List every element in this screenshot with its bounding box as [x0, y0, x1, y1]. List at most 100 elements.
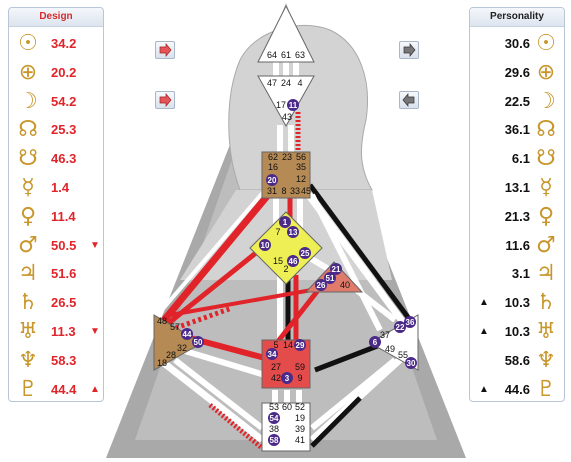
gate-62-label[interactable]: 62 — [268, 152, 278, 162]
gate-63-label[interactable]: 63 — [295, 50, 305, 60]
gate-45-label[interactable]: 45 — [301, 186, 311, 196]
gate-38-label[interactable]: 38 — [269, 424, 279, 434]
g-center[interactable] — [249, 211, 323, 285]
gate-32-label[interactable]: 32 — [177, 343, 187, 353]
gate-29-badge[interactable]: 29 — [294, 339, 306, 351]
gate-28-label[interactable]: 28 — [166, 350, 176, 360]
gate-6-badge[interactable]: 6 — [369, 336, 381, 348]
gate-54-badge[interactable]: 54 — [268, 412, 280, 424]
gate-42-label[interactable]: 42 — [271, 373, 281, 383]
gate-24-label[interactable]: 24 — [281, 78, 291, 88]
gate-26-badge[interactable]: 26 — [315, 279, 327, 291]
head-center[interactable] — [257, 4, 315, 63]
personality-arrow-bottom-button[interactable] — [399, 91, 419, 109]
gate-14-label[interactable]: 14 — [283, 340, 293, 350]
gate-30-badge[interactable]: 30 — [405, 357, 417, 369]
gate-58-badge[interactable]: 58 — [268, 434, 280, 446]
design-row-mars[interactable]: ♂50.5▼ — [9, 232, 103, 260]
design-arrow-top-button[interactable] — [155, 41, 175, 59]
gate-51-badge[interactable]: 51 — [324, 272, 336, 284]
personality-arrow-top-button[interactable] — [399, 41, 419, 59]
gate-50-badge[interactable]: 50 — [192, 336, 204, 348]
gate-10-badge[interactable]: 10 — [259, 239, 271, 251]
gate-59-label[interactable]: 59 — [295, 362, 305, 372]
gate-31-label[interactable]: 31 — [267, 186, 277, 196]
solar-plexus-center[interactable] — [368, 314, 419, 371]
gate-35-label[interactable]: 35 — [296, 162, 306, 172]
gate-52-label[interactable]: 52 — [295, 402, 305, 412]
gate-13-badge[interactable]: 13 — [287, 226, 299, 238]
gate-2-label[interactable]: 2 — [283, 264, 288, 274]
gate-18-label[interactable]: 18 — [157, 358, 167, 368]
design-row-moon[interactable]: ☽54.2 — [9, 88, 103, 116]
gate-53-label[interactable]: 53 — [269, 402, 279, 412]
gate-12-label[interactable]: 12 — [296, 174, 306, 184]
gate-4-label[interactable]: 4 — [297, 78, 302, 88]
design-row-venus[interactable]: ♀11.4 — [9, 203, 103, 231]
gate-36-badge[interactable]: 36 — [404, 316, 416, 328]
gate-9-label[interactable]: 9 — [297, 373, 302, 383]
gate-3-badge[interactable]: 3 — [281, 372, 293, 384]
design-row-neptune[interactable]: ♆58.3 — [9, 347, 103, 375]
gate-44-badge[interactable]: 44 — [181, 328, 193, 340]
gate-60-label[interactable]: 60 — [282, 402, 292, 412]
personality-row-venus[interactable]: ♀21.3 — [470, 203, 564, 231]
gate-49-label[interactable]: 49 — [385, 344, 395, 354]
design-row-earth[interactable]: ⊕20.2 — [9, 59, 103, 87]
gate-21-badge[interactable]: 21 — [330, 263, 342, 275]
ajna-center[interactable] — [257, 75, 315, 128]
gate-37-label[interactable]: 37 — [380, 330, 390, 340]
gate-48-label[interactable]: 48 — [157, 316, 167, 326]
gate-25-badge[interactable]: 25 — [299, 247, 311, 259]
gate-19-label[interactable]: 19 — [295, 413, 305, 423]
gate-27-label[interactable]: 27 — [271, 362, 281, 372]
gate-17-label[interactable]: 17 — [276, 100, 286, 110]
personality-row-uranus[interactable]: ♅10.3▲ — [470, 318, 564, 346]
gate-34-badge[interactable]: 34 — [266, 348, 278, 360]
personality-row-north-node[interactable]: ☊36.1 — [470, 116, 564, 144]
personality-row-saturn[interactable]: ♄10.3▲ — [470, 289, 564, 317]
gate-23-label[interactable]: 23 — [282, 152, 292, 162]
design-row-sun[interactable]: ☉34.2 — [9, 30, 103, 58]
gate-11-badge[interactable]: 11 — [287, 99, 299, 111]
design-row-pluto[interactable]: ♇44.4▲ — [9, 376, 103, 404]
gate-8-label[interactable]: 8 — [281, 186, 286, 196]
gate-41-label[interactable]: 41 — [295, 435, 305, 445]
gate-55-label[interactable]: 55 — [398, 350, 408, 360]
personality-row-jupiter[interactable]: ♃3.1 — [470, 260, 564, 288]
design-row-north-node[interactable]: ☊25.3 — [9, 116, 103, 144]
design-row-south-node[interactable]: ☋46.3 — [9, 145, 103, 173]
design-row-mercury[interactable]: ☿1.4 — [9, 174, 103, 202]
gate-15-label[interactable]: 15 — [273, 256, 283, 266]
root-center[interactable] — [261, 402, 311, 452]
gate-22-badge[interactable]: 22 — [394, 321, 406, 333]
personality-row-mars[interactable]: ♂11.6 — [470, 232, 564, 260]
gate-1-badge[interactable]: 1 — [279, 216, 291, 228]
gate-64-label[interactable]: 64 — [267, 50, 277, 60]
design-row-jupiter[interactable]: ♃51.6 — [9, 260, 103, 288]
gate-40-label[interactable]: 40 — [340, 280, 350, 290]
gate-16-label[interactable]: 16 — [268, 162, 278, 172]
spleen-center[interactable] — [153, 314, 204, 371]
gate-56-label[interactable]: 56 — [296, 152, 306, 162]
personality-row-south-node[interactable]: ☋6.1 — [470, 145, 564, 173]
gate-43-label[interactable]: 43 — [282, 112, 292, 122]
gate-33-label[interactable]: 33 — [290, 186, 300, 196]
gate-5-label[interactable]: 5 — [273, 340, 278, 350]
personality-row-moon[interactable]: ☽22.5 — [470, 88, 564, 116]
design-row-uranus[interactable]: ♅11.3▼ — [9, 318, 103, 346]
gate-57-label[interactable]: 57 — [170, 322, 180, 332]
design-row-saturn[interactable]: ♄26.5 — [9, 289, 103, 317]
personality-row-pluto[interactable]: ♇44.6▲ — [470, 376, 564, 404]
design-arrow-bottom-button[interactable] — [155, 91, 175, 109]
gate-47-label[interactable]: 47 — [267, 78, 277, 88]
gate-46-badge[interactable]: 46 — [287, 255, 299, 267]
gate-20-badge[interactable]: 20 — [266, 174, 278, 186]
personality-row-neptune[interactable]: ♆58.6 — [470, 347, 564, 375]
gate-7-label[interactable]: 7 — [275, 227, 280, 237]
personality-row-earth[interactable]: ⊕29.6 — [470, 59, 564, 87]
personality-row-mercury[interactable]: ☿13.1 — [470, 174, 564, 202]
gate-61-label[interactable]: 61 — [281, 50, 291, 60]
personality-row-sun[interactable]: ☉30.6 — [470, 30, 564, 58]
gate-39-label[interactable]: 39 — [295, 424, 305, 434]
